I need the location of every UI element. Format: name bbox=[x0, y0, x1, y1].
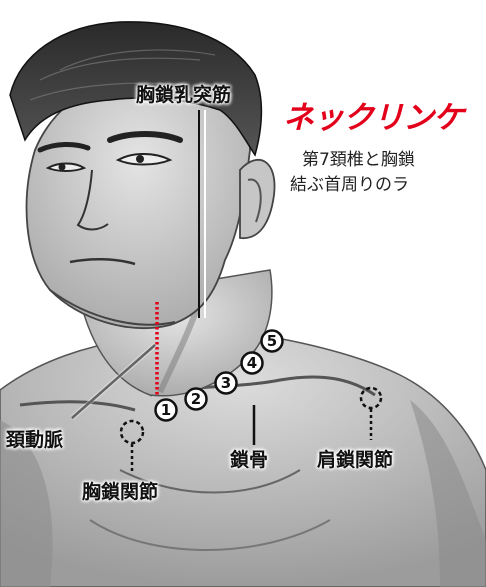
point-5: 5 bbox=[262, 331, 283, 352]
scm-label: 胸鎖乳突筋 bbox=[136, 86, 231, 105]
iris-left bbox=[59, 164, 66, 171]
acromioclavicular-label: 肩鎖関節 bbox=[317, 451, 393, 470]
svg-text:5: 5 bbox=[267, 332, 277, 350]
ear bbox=[240, 160, 275, 238]
neck-link-heading: ネックリンケ bbox=[283, 103, 463, 134]
svg-text:3: 3 bbox=[221, 374, 231, 392]
sternoclavicular-label: 胸鎖関節 bbox=[82, 483, 158, 502]
description-line-1: 第7頚椎と胸鎖 bbox=[302, 152, 415, 169]
point-3: 3 bbox=[216, 373, 237, 394]
svg-text:4: 4 bbox=[247, 354, 257, 372]
description-line-2: 結ぶ首周りのラ bbox=[290, 177, 409, 194]
point-4: 4 bbox=[242, 353, 263, 374]
point-2: 2 bbox=[186, 389, 207, 410]
clavicle-label: 鎖骨 bbox=[230, 451, 268, 470]
iris-right bbox=[136, 155, 144, 163]
carotid-label: 頚動脈 bbox=[6, 431, 63, 450]
svg-text:1: 1 bbox=[161, 401, 171, 419]
eye-left bbox=[48, 164, 84, 172]
point-1: 1 bbox=[156, 400, 177, 421]
svg-text:2: 2 bbox=[191, 390, 201, 408]
